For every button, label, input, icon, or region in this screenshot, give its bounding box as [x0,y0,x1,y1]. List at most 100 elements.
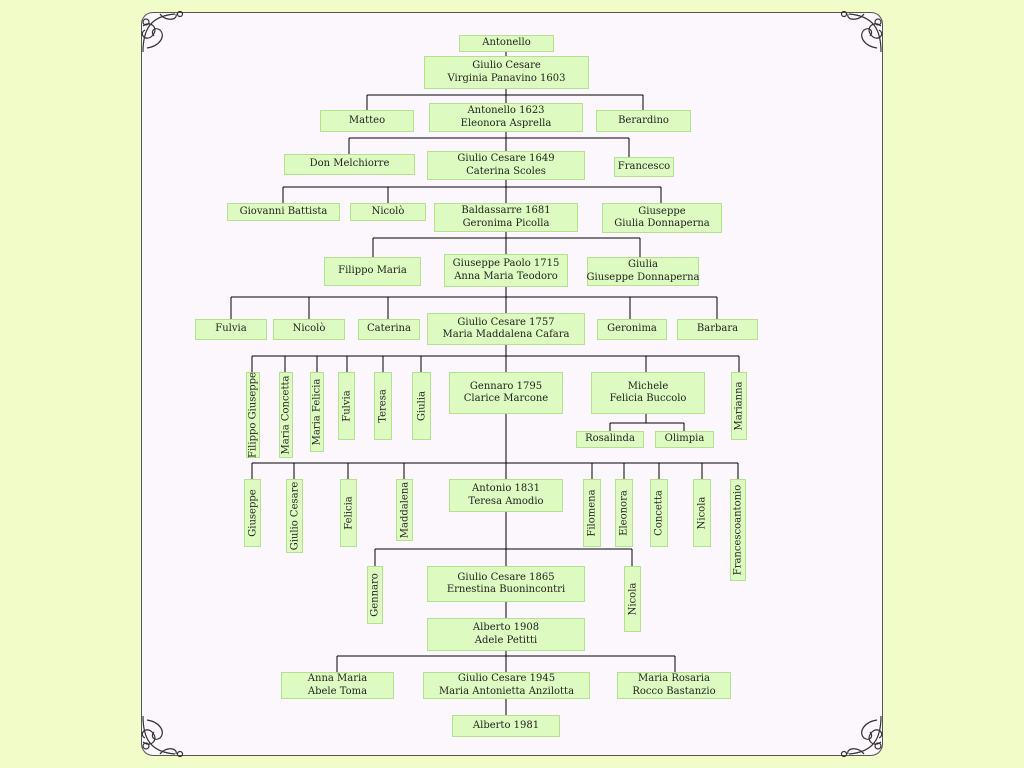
person-name: Giovanni Battista [239,205,328,217]
person-nicola: Nicola [693,479,711,547]
person-name: Giulio Cesare 1649 [457,153,555,164]
person-fulvia: Fulvia [338,372,355,440]
person-barbara: Barbara [677,319,758,340]
person-name: Antonello [482,37,531,49]
person-nicolo: Nicolò [350,203,426,221]
person-name: Giulia [416,391,427,421]
spouse-name: Felicia Buccolo [609,393,687,404]
corner-ornament-bottom-right-icon [840,715,883,758]
person-name: Teresa [377,389,389,423]
person-gennaro: Gennaro [367,566,383,624]
person-giulia: Giulia [412,372,431,440]
person-name: Giulia [628,259,658,270]
person-fulvia: Fulvia [195,319,267,340]
spouse-name: Giulia Donnaperna [614,218,710,229]
person-francescoantonio: Francescoantonio [730,479,746,581]
spouse-name: Maria Maddalena Cafara [442,329,570,340]
person-berardino: Berardino [596,110,691,132]
person-giovanni-battista: Giovanni Battista [227,203,340,221]
person-name: Don Melchiorre [309,158,390,170]
person-name: Maria Felicia [311,378,323,446]
person-concetta: Concetta [650,479,668,547]
person-name: Nicola [627,582,638,616]
spouse-name: Virginia Panavino 1603 [447,72,566,84]
person-filomena: Filomena [583,479,601,547]
person-antonello: Antonello [459,35,554,52]
person-name: Giulio Cesare [289,481,300,551]
spouse-name: Geronima Picolla [462,217,550,229]
person-name: Anna Maria [307,673,368,684]
person-geronima: Geronima [597,319,667,340]
person-name: Maria Rosaria [638,673,710,684]
corner-ornament-top-left-icon [141,10,184,53]
spouse-name: Abele Toma [307,685,368,697]
person-name: Antonio 1831 [472,483,540,494]
person-maria-concetta: Maria Concetta [279,372,293,458]
person-name: Giulio Cesare [472,60,541,71]
person-nicola: Nicola [624,566,641,632]
person-name: Giulio Cesare 1945 [457,673,556,684]
person-olimpia: Olimpia [655,431,714,448]
corner-ornament-bottom-left-icon [141,715,184,758]
person-name: Fulvia [215,323,247,335]
person-name: Giulio Cesare 1757 [457,316,555,328]
person-don-melchiorre: Don Melchiorre [284,154,415,175]
person-name: Matteo [348,114,386,126]
person-name: Giuseppe [247,489,258,537]
person-name: Giuseppe Paolo 1715 [452,258,560,269]
person-nicolo: Nicolò [273,319,345,340]
person-name: Concetta [653,490,665,536]
person-name: Baldassarre 1681 [461,205,551,216]
person-name: Francesco [617,160,671,172]
person-name: Barbara [696,323,739,335]
person-filippo-giuseppe: Filippo Giuseppe [246,372,260,458]
person-name: Marianna [733,381,745,431]
person-name: Geronima [607,323,657,335]
person-caterina: Caterina [358,319,420,340]
person-rosalinda: Rosalinda [576,431,644,448]
spouse-name: Adele Petitti [474,634,538,646]
person-name: Caterina [367,323,411,335]
person-name: Gennaro [369,573,381,617]
person-name: Antonello 1623 [467,105,545,116]
spouse-name: Clarice Marcone [463,393,549,404]
spouse-name: Ernestina Buonincontri [446,584,566,595]
person-name: Fulvia [341,390,352,422]
person-name: Filomena [586,489,598,537]
person-name: Maria Concetta [280,375,292,455]
person-maddalena: Maddalena [396,479,413,541]
person-name: Nicola [696,496,708,530]
spouse-name: Anna Maria Teodoro [454,270,558,282]
person-name: Felicia [343,496,354,530]
person-marianna: Marianna [731,372,747,440]
person-name: Michele [627,380,669,392]
person-felicia: Felicia [340,479,357,547]
person-name: Francescoantonio [732,484,744,576]
person-name: Rosalinda [585,433,635,445]
person-name: Giuseppe [638,205,686,217]
person-name: Giulio Cesare 1865 [457,571,555,583]
spouse-name: Giuseppe Donnaperna [586,271,700,283]
spouse-name: Maria Antonietta Anzilotta [438,685,575,697]
person-maria-felicia: Maria Felicia [310,372,324,452]
person-matteo: Matteo [320,110,414,132]
person-name: Maddalena [399,481,410,539]
person-name: Nicolò [371,205,405,217]
person-name: Nicolò [292,323,326,335]
person-alberto-1981: Alberto 1981 [452,715,560,737]
person-filippo-maria: Filippo Maria [324,257,421,286]
